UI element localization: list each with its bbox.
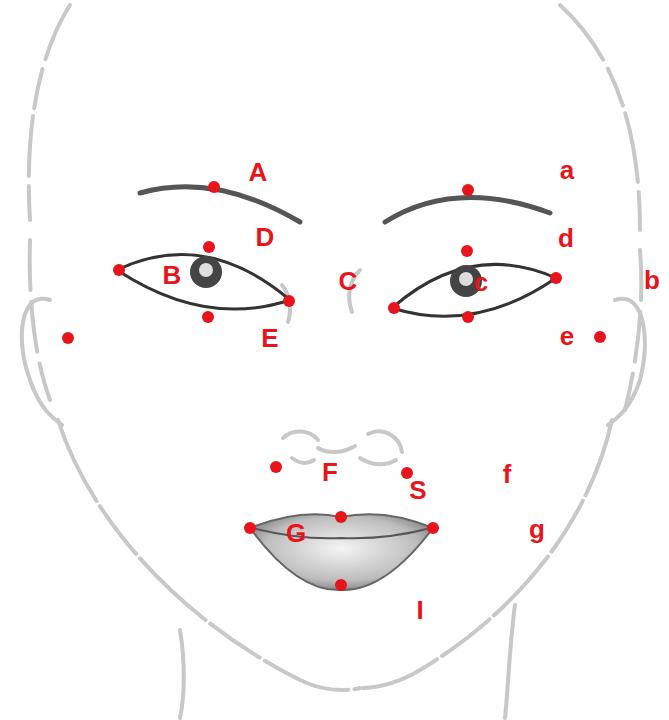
landmark-label: g xyxy=(529,516,545,542)
landmark-label: I xyxy=(416,597,423,623)
landmark-label: B xyxy=(163,262,182,288)
landmark-label: b xyxy=(644,267,660,293)
landmark-label: a xyxy=(560,157,574,183)
landmark-label: E xyxy=(261,325,278,351)
landmark-label: S xyxy=(409,477,426,503)
landmark-label: e xyxy=(560,323,574,349)
landmark-label: d xyxy=(558,225,574,251)
landmark-label: C xyxy=(339,268,358,294)
landmark-label: D xyxy=(256,224,275,250)
landmark-label: f xyxy=(503,461,512,487)
landmark-label: c xyxy=(474,269,488,295)
landmark-label: G xyxy=(286,520,306,546)
landmark-label: F xyxy=(322,459,338,485)
landmark-label: A xyxy=(249,159,268,185)
